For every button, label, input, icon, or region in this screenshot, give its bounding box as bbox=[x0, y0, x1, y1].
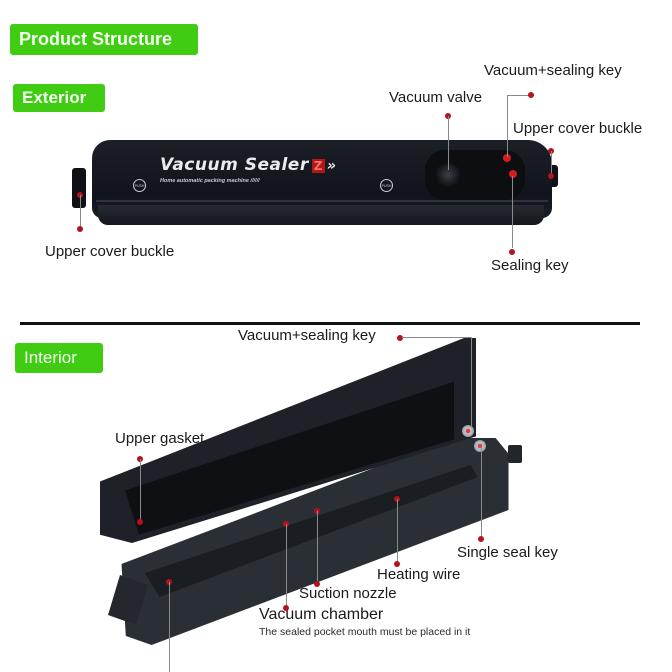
leader-line bbox=[448, 116, 449, 170]
callout-dot bbox=[509, 249, 515, 255]
leader-line bbox=[402, 337, 472, 338]
callout-vacuum-valve: Vacuum valve bbox=[389, 89, 483, 106]
callout-suction-nozzle: Suction nozzle bbox=[299, 585, 397, 602]
section-divider bbox=[20, 322, 640, 325]
leader-line bbox=[80, 195, 81, 229]
callout-sealing-key: Sealing key bbox=[491, 257, 569, 274]
callout-heating-wire: Heating wire bbox=[377, 566, 461, 583]
leader-line bbox=[317, 511, 318, 583]
callout-dot bbox=[548, 173, 554, 179]
brand-arrows-icon: » bbox=[326, 158, 337, 174]
callout-dot bbox=[283, 605, 289, 611]
leader-line bbox=[471, 337, 472, 427]
push-button-right[interactable]: PUSH bbox=[380, 179, 393, 192]
single-seal-key-button[interactable] bbox=[474, 440, 486, 452]
callout-dot bbox=[528, 92, 534, 98]
callout-dot bbox=[397, 335, 403, 341]
leader-line bbox=[507, 95, 531, 96]
callout-dot bbox=[394, 561, 400, 567]
interior-tag: Interior bbox=[15, 343, 103, 373]
leader-line bbox=[551, 151, 552, 177]
leader-line bbox=[512, 176, 513, 248]
leader-line bbox=[169, 582, 170, 672]
callout-dot bbox=[478, 536, 484, 542]
callout-upper-cover-buckle-left: Upper cover buckle bbox=[45, 243, 175, 260]
right-buckle bbox=[508, 445, 522, 463]
callout-vacuum-chamber: Vacuum chamber bbox=[259, 606, 384, 623]
leader-line bbox=[397, 499, 398, 562]
left-buckle bbox=[72, 168, 86, 208]
device-base bbox=[98, 205, 544, 225]
vacuum-sealing-key-button[interactable] bbox=[462, 425, 474, 437]
callout-upper-cover-buckle-right: Upper cover buckle bbox=[513, 120, 643, 137]
callout-dot bbox=[137, 519, 143, 525]
callout-vacuum-sealing-key: Vacuum+sealing key bbox=[484, 62, 622, 79]
callout-dot bbox=[77, 226, 83, 232]
leader-line bbox=[140, 459, 141, 521]
leader-line bbox=[507, 95, 508, 157]
vacuum-sealing-key-button[interactable] bbox=[503, 154, 511, 162]
callout-dot bbox=[314, 581, 320, 587]
callout-single-seal-key: Single seal key bbox=[457, 544, 558, 561]
leader-line bbox=[481, 447, 482, 539]
brand-name: Vacuum Sealer bbox=[160, 155, 309, 175]
callout-vacuum-sealing-key: Vacuum+sealing key bbox=[238, 327, 376, 344]
push-button-left[interactable]: PUSH bbox=[133, 179, 146, 192]
product-structure-tag: Product Structure bbox=[10, 24, 198, 55]
sealing-key-button[interactable] bbox=[509, 170, 517, 178]
exterior-tag: Exterior bbox=[13, 84, 105, 112]
brand-z-badge: Z bbox=[311, 159, 325, 173]
device-seam bbox=[96, 200, 548, 202]
callout-upper-gasket: Upper gasket bbox=[115, 430, 205, 447]
brand-subtitle: Home automatic packing machine ////// bbox=[160, 178, 260, 184]
callout-vacuum-chamber-note: The sealed pocket mouth must be placed i… bbox=[259, 626, 471, 638]
leader-line bbox=[286, 524, 287, 606]
